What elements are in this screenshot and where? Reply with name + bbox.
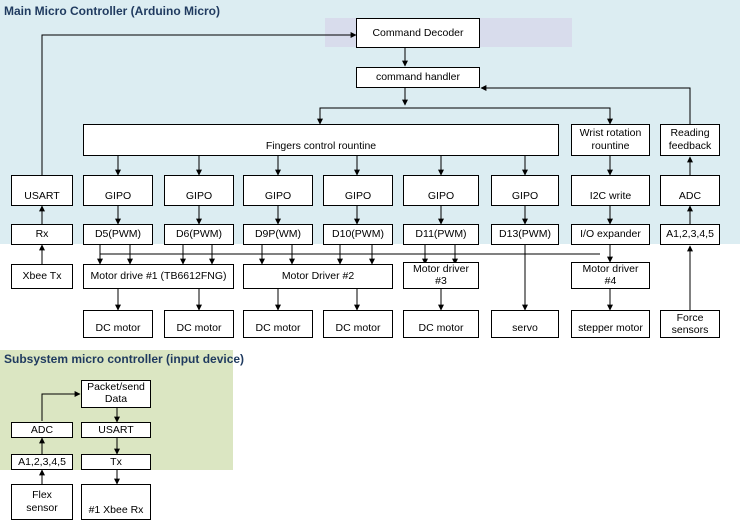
motor-driver-4-line-1: Motor driver bbox=[582, 262, 639, 275]
wrist-routine-line-1: Wrist rotation bbox=[579, 127, 642, 140]
pin-box-d11: D11(PWM) bbox=[403, 224, 479, 245]
pin-box-d6: D6(PWM) bbox=[164, 224, 234, 245]
main-controller-title: Main Micro Controller (Arduino Micro) bbox=[4, 4, 220, 18]
dc-motor-box-5: DC motor bbox=[403, 310, 479, 338]
sub-analog-pins-box: A1,2,3,4,5 bbox=[11, 454, 73, 470]
pin-box-d13: D13(PWM) bbox=[491, 224, 559, 245]
servo-box: servo bbox=[491, 310, 559, 338]
pin-box-d9: D9P(WM) bbox=[243, 224, 313, 245]
sub-adc-box: ADC bbox=[11, 422, 73, 438]
packet-send-line-1: Packet/send bbox=[87, 381, 145, 394]
feedback-to-handler-line bbox=[480, 85, 691, 124]
packet-send-line-2: Data bbox=[104, 393, 128, 405]
handler-split-line bbox=[317, 107, 613, 125]
wrist-routine-line-2: rountine bbox=[591, 140, 630, 152]
analog-pins-box: A1,2,3,4,5 bbox=[660, 224, 720, 245]
usart-box: USART bbox=[11, 175, 73, 206]
reading-feedback-box: Reading feedback bbox=[660, 124, 720, 156]
gipo-box-2: GIPO bbox=[164, 175, 234, 206]
command-handler-box: command handler bbox=[356, 67, 480, 88]
gipo-box-6: GIPO bbox=[491, 175, 559, 206]
motor-driver-3-line-1: Motor driver bbox=[412, 262, 469, 275]
reading-feedback-line-2: feedback bbox=[668, 140, 712, 152]
adc-box: ADC bbox=[660, 175, 720, 206]
command-decoder-box: Command Decoder bbox=[356, 18, 480, 48]
dc-motor-box-1: DC motor bbox=[83, 310, 153, 338]
dc-motor-box-2: DC motor bbox=[164, 310, 234, 338]
motor-driver-4-line-2: #4 bbox=[604, 274, 617, 287]
gipo-box-5: GIPO bbox=[403, 175, 479, 206]
fingers-routine-box: Fingers control rountine bbox=[83, 124, 559, 156]
sub-adc-to-packet-line bbox=[41, 391, 81, 421]
force-sensors-line-1: Force bbox=[676, 311, 704, 324]
flex-sensor-line-1: Flex bbox=[32, 488, 52, 501]
motor-driver-2-box: Motor Driver #2 bbox=[243, 264, 393, 289]
io-expander-box: I/O expander bbox=[571, 224, 650, 245]
wrist-routine-box: Wrist rotation rountine bbox=[571, 124, 650, 156]
xbee-rx-box: #1 Xbee Rx bbox=[81, 484, 151, 520]
gipo-box-4: GIPO bbox=[323, 175, 393, 206]
xbee-tx-box: Xbee Tx bbox=[11, 264, 73, 289]
pin-box-d5: D5(PWM) bbox=[83, 224, 153, 245]
sub-tx-box: Tx bbox=[81, 454, 151, 470]
gipo-box-3: GIPO bbox=[243, 175, 313, 206]
rx-box: Rx bbox=[11, 224, 73, 245]
flex-sensor-line-2: sensor bbox=[26, 502, 58, 514]
motor-drive-1-box: Motor drive #1 (TB6612FNG) bbox=[83, 264, 234, 289]
motor-driver-3-box: Motor driver #3 bbox=[403, 262, 479, 289]
pin-box-d10: D10(PWM) bbox=[323, 224, 393, 245]
packet-send-box: Packet/send Data bbox=[81, 380, 151, 408]
reading-feedback-line-1: Reading bbox=[670, 127, 710, 140]
motor-driver-4-box: Motor driver #4 bbox=[571, 262, 650, 289]
dc-motor-box-3: DC motor bbox=[243, 310, 313, 338]
motor-driver-3-line-2: #3 bbox=[435, 274, 447, 287]
i2c-write-box: I2C write bbox=[571, 175, 650, 206]
gipo-box-1: GIPO bbox=[83, 175, 153, 206]
flex-sensor-box: Flex sensor bbox=[11, 484, 73, 520]
force-sensors-box: Force sensors bbox=[660, 310, 720, 338]
sub-usart-box: USART bbox=[81, 422, 151, 438]
force-sensors-line-2: sensors bbox=[671, 324, 709, 336]
dc-motor-box-4: DC motor bbox=[323, 310, 393, 338]
subsystem-controller-title: Subsystem micro controller (input device… bbox=[4, 352, 245, 366]
usart-to-decoder-line bbox=[41, 32, 357, 177]
stepper-motor-box: stepper motor bbox=[571, 310, 650, 338]
